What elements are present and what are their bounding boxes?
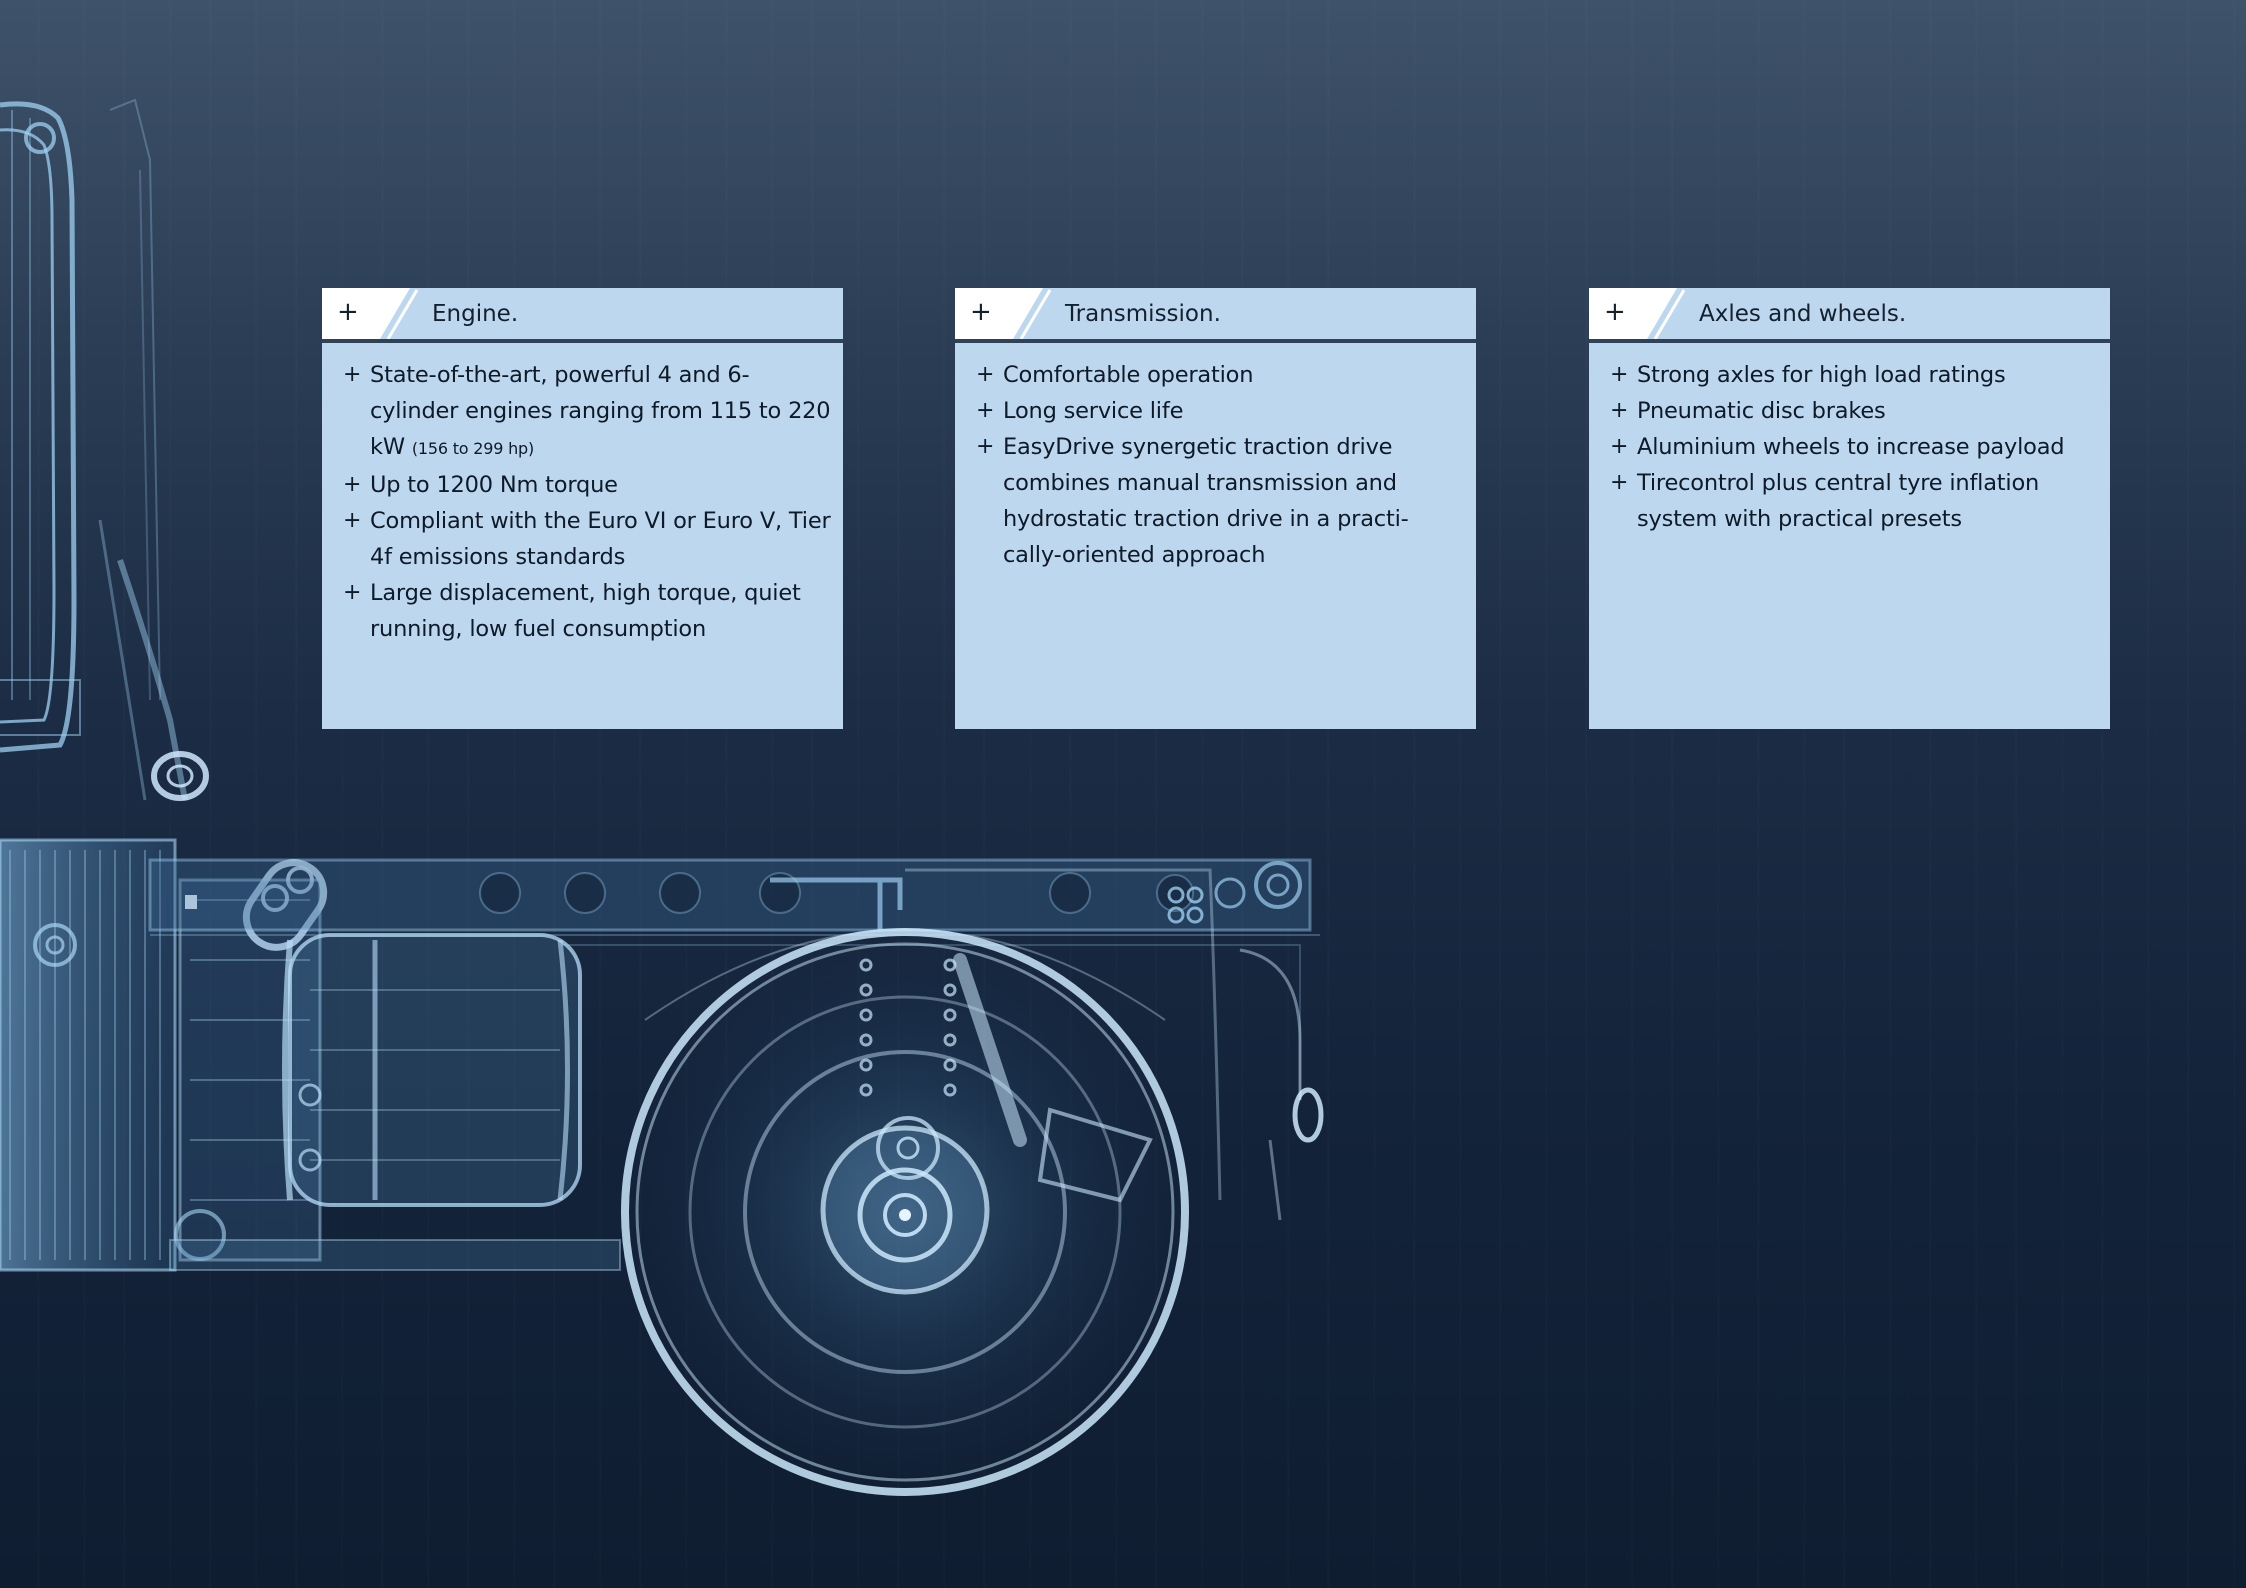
power-hp-note: (156 to 299 hp) (411, 439, 535, 458)
transmission-card-tab: + (955, 288, 1051, 339)
list-item: +Up to 1200 Nm torque (343, 467, 833, 503)
engine-card-tab: + (322, 288, 418, 339)
list-item: +Long service life (976, 393, 1466, 429)
engine-card-title: Engine. (432, 301, 519, 327)
engine-card: + Engine. +State-of-the-art, powerful 4 … (322, 288, 843, 729)
axles-wheels-feature-list: +Strong axles for high load ratings +Pne… (1589, 357, 2110, 537)
list-item: +EasyDrive synergetic traction drive com… (976, 429, 1466, 573)
gearbox (169, 933, 621, 1271)
axles-wheels-card: + Axles and wheels. +Strong axles for hi… (1589, 288, 2110, 729)
list-item: +Tirecontrol plus central tyre inflation… (1610, 465, 2100, 537)
transmission-card-header: + Transmission. (955, 288, 1476, 343)
expand-plus-icon[interactable]: + (1604, 297, 1626, 327)
transmission-card: + Transmission. +Comfortable operation +… (955, 288, 1476, 729)
plus-bullet-icon: + (976, 434, 995, 459)
list-item: +Large displacement, high torque, quiet … (343, 575, 833, 647)
plus-bullet-icon: + (976, 362, 995, 387)
transmission-card-title: Transmission. (1065, 301, 1221, 327)
expand-plus-icon[interactable]: + (970, 297, 992, 327)
transmission-feature-list: +Comfortable operation +Long service lif… (955, 357, 1476, 573)
engine-feature-list: +State-of-the-art, powerful 4 and 6-cyli… (322, 357, 843, 647)
expand-plus-icon[interactable]: + (337, 297, 359, 327)
plus-bullet-icon: + (1610, 362, 1629, 387)
axles-wheels-card-title: Axles and wheels. (1699, 301, 1907, 327)
list-item: +State-of-the-art, powerful 4 and 6-cyli… (343, 357, 833, 467)
plus-bullet-icon: + (343, 508, 362, 533)
list-item: +Compliant with the Euro VI or Euro V, T… (343, 503, 833, 575)
chassis-frame-rail (148, 858, 1320, 1100)
engine-block (0, 838, 322, 1272)
plus-bullet-icon: + (1610, 434, 1629, 459)
plus-bullet-icon: + (976, 398, 995, 423)
plus-bullet-icon: + (1610, 470, 1629, 495)
cab-outline (0, 98, 188, 801)
axles-wheels-card-tab: + (1589, 288, 1685, 339)
list-item: +Comfortable operation (976, 357, 1466, 393)
list-item: +Pneumatic disc brakes (1610, 393, 2100, 429)
engine-card-header: + Engine. (322, 288, 843, 343)
list-item: +Aluminium wheels to increase payload (1610, 429, 2100, 465)
plus-bullet-icon: + (343, 580, 362, 605)
plus-bullet-icon: + (1610, 398, 1629, 423)
axles-wheels-card-header: + Axles and wheels. (1589, 288, 2110, 343)
plus-bullet-icon: + (343, 362, 362, 387)
rear-wheel (621, 868, 1222, 1496)
rear-bracket (1239, 948, 1324, 1221)
list-item: +Strong axles for high load ratings (1610, 357, 2100, 393)
plus-bullet-icon: + (343, 472, 362, 497)
